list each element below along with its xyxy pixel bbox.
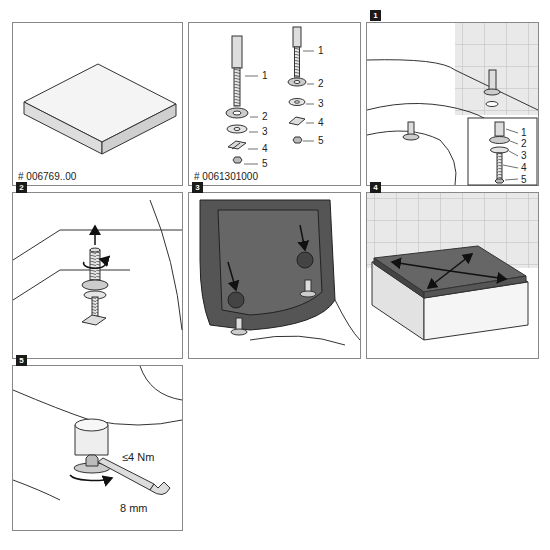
part-number: 5 xyxy=(318,136,324,146)
part-number: 4 xyxy=(521,163,527,173)
part-number: 1 xyxy=(521,128,527,138)
wrench-size: 8 mm xyxy=(120,503,148,514)
part-number: 3 xyxy=(262,127,268,137)
part-number: 5 xyxy=(262,159,268,169)
part-number: 3 xyxy=(521,151,527,161)
part-number: 2 xyxy=(521,139,527,149)
part-number: 4 xyxy=(318,118,324,128)
torque-value: ≤4 Nm xyxy=(122,452,154,463)
part-number: 2 xyxy=(318,79,324,89)
article-number: # 006769..00 xyxy=(18,172,76,182)
part-number: 1 xyxy=(318,46,324,56)
step-number: 3 xyxy=(192,182,203,193)
part-number: 2 xyxy=(262,112,268,122)
step-number: 2 xyxy=(16,182,27,193)
part-number: 4 xyxy=(262,144,268,154)
step-number: 4 xyxy=(370,182,381,193)
step-number: 1 xyxy=(370,10,381,21)
article-number: # 0061301000 xyxy=(194,172,258,182)
part-number: 5 xyxy=(521,175,527,185)
part-number: 1 xyxy=(262,71,268,81)
step-number: 5 xyxy=(16,355,27,366)
part-number: 3 xyxy=(318,99,324,109)
